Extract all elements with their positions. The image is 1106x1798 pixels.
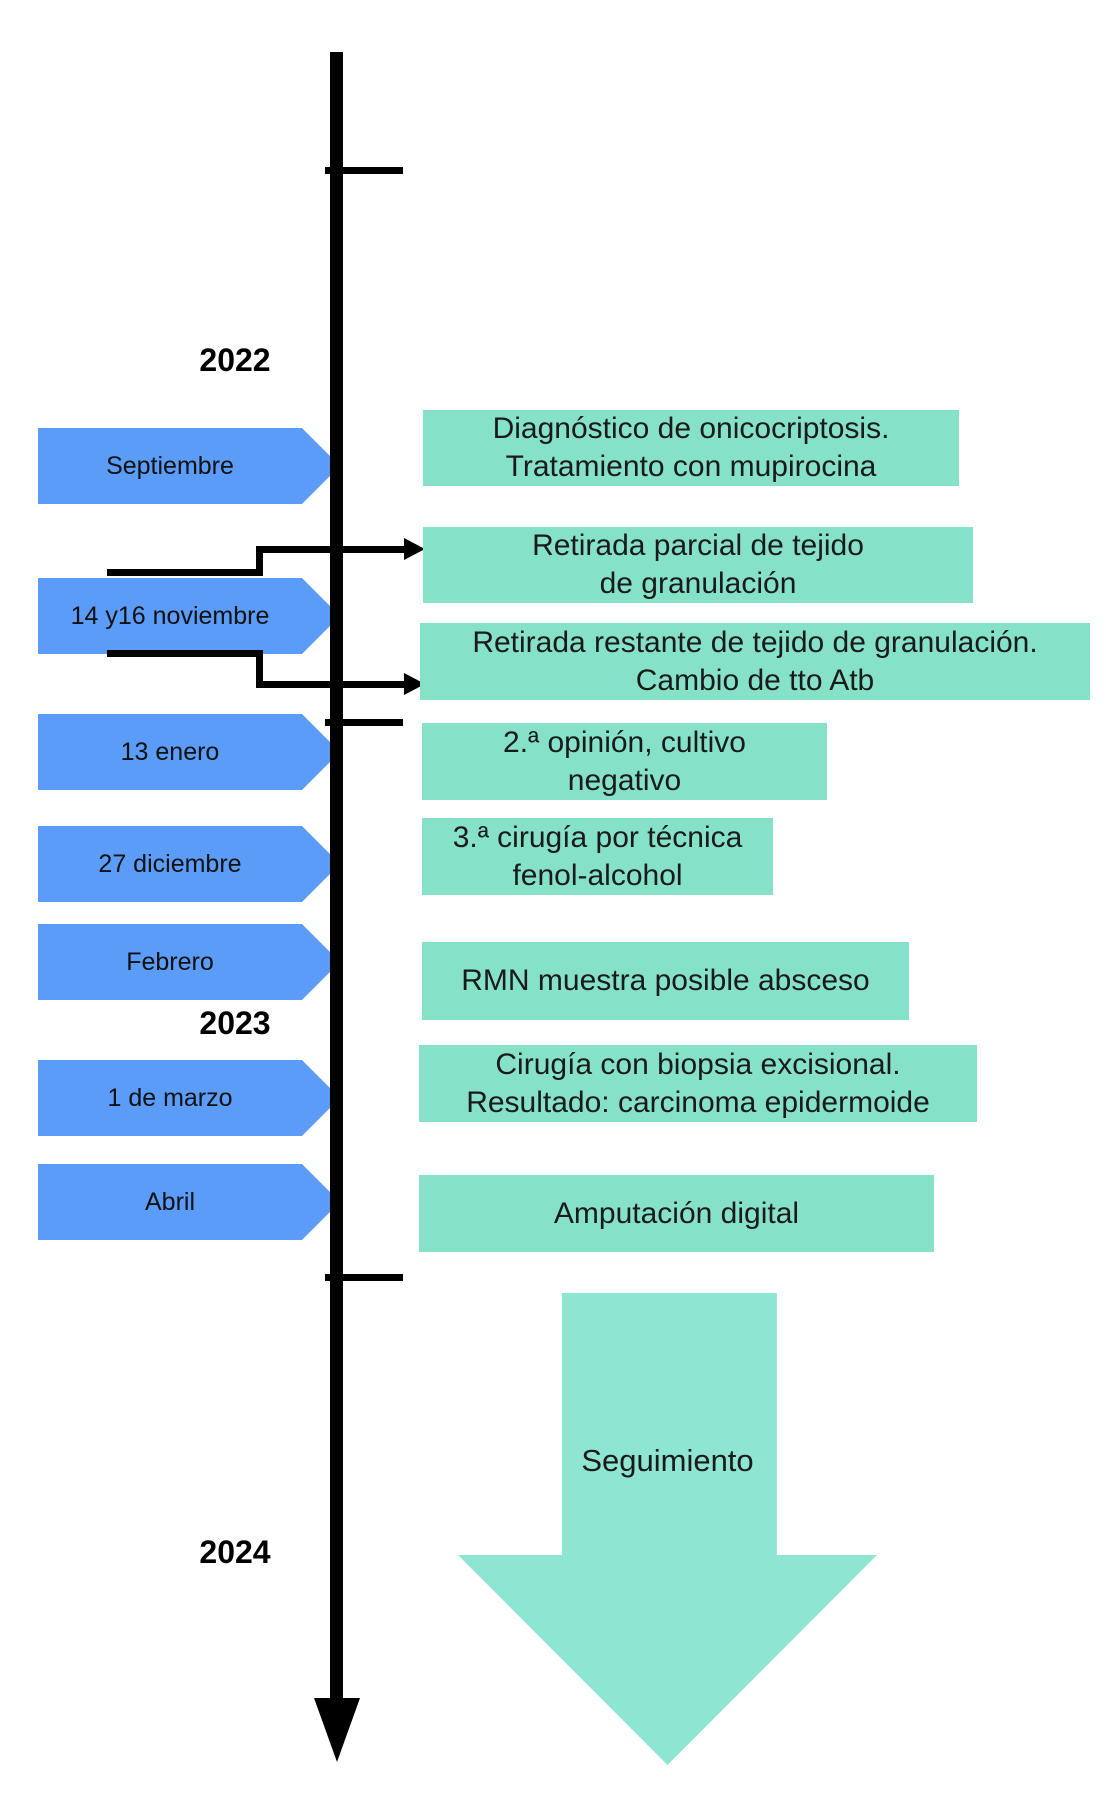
event-box-biopsia-excisional: Cirugía con biopsia excisional. Resultad… (419, 1045, 977, 1122)
date-marker-abril: Abril (38, 1164, 340, 1240)
date-marker-14-y-16-noviembre: 14 y16 noviembre (38, 578, 340, 654)
connector-noviembre-upper-segment (107, 569, 263, 576)
event-text: Amputación digital (553, 1196, 800, 1230)
event-text: Retirada restante de tejido de granulaci… (472, 625, 1038, 697)
event-box-segunda-opinion: 2.ª opinión, cultivo negativo (422, 723, 827, 800)
event-box-retirada-parcial: Retirada parcial de tejido de granulació… (423, 527, 973, 603)
date-marker-label: Abril (144, 1187, 195, 1216)
event-box-tercera-cirugia: 3.ª cirugía por técnica fenol-alcohol (422, 818, 773, 895)
event-box-rmn-absceso: RMN muestra posible absceso (422, 942, 909, 1020)
event-box-diagnostico: Diagnóstico de onicocriptosis. Tratamien… (423, 410, 959, 486)
event-text: 2.ª opinión, cultivo negativo (503, 725, 746, 797)
timeline-tick-2024 (325, 1274, 403, 1281)
connector-noviembre-lower-line (256, 681, 404, 688)
year-label-2024: 2024 (199, 1534, 271, 1570)
event-text: Cirugía con biopsia excisional. Resultad… (466, 1047, 930, 1119)
event-box-retirada-restante: Retirada restante de tejido de granulaci… (420, 623, 1090, 700)
date-marker-label: 27 diciembre (98, 849, 242, 878)
connector-arrowhead-icon (404, 538, 425, 560)
connector-noviembre-lower-segment (107, 650, 263, 657)
event-text: Diagnóstico de onicocriptosis. Tratamien… (492, 412, 890, 483)
date-marker-febrero: Febrero (38, 924, 340, 1000)
event-text: RMN muestra posible absceso (461, 964, 870, 997)
timeline-tick-2022 (325, 167, 403, 174)
date-marker-1-de-marzo: 1 de marzo (38, 1060, 340, 1136)
event-text: Retirada parcial de tejido de granulació… (532, 529, 864, 600)
date-marker-label: 13 enero (120, 737, 220, 766)
connector-noviembre-lower-elbow (256, 650, 263, 688)
connector-noviembre-upper-elbow (256, 546, 263, 576)
date-marker-septiembre: Septiembre (38, 428, 340, 504)
timeline-tick-2023 (325, 719, 403, 726)
year-label-2023: 2023 (199, 1005, 271, 1041)
event-box-amputacion-digital: Amputación digital (419, 1175, 934, 1252)
date-marker-13-enero: 13 enero (38, 714, 340, 790)
followup-label: Seguimiento (581, 1443, 754, 1478)
date-marker-27-diciembre: 27 diciembre (38, 826, 340, 902)
connector-noviembre-upper-line (256, 546, 404, 553)
timeline-axis-arrowhead-icon (314, 1698, 360, 1762)
date-marker-label: 1 de marzo (107, 1083, 233, 1112)
date-marker-label: Septiembre (106, 451, 234, 480)
event-text: 3.ª cirugía por técnica fenol-alcohol (452, 820, 743, 892)
connector-arrowhead-icon (404, 673, 425, 695)
timeline-axis-line (330, 52, 343, 1700)
followup-arrow: Seguimiento (458, 1293, 877, 1765)
date-marker-label: Febrero (126, 947, 214, 976)
year-label-2022: 2022 (199, 342, 271, 378)
date-marker-label: 14 y16 noviembre (70, 601, 270, 630)
